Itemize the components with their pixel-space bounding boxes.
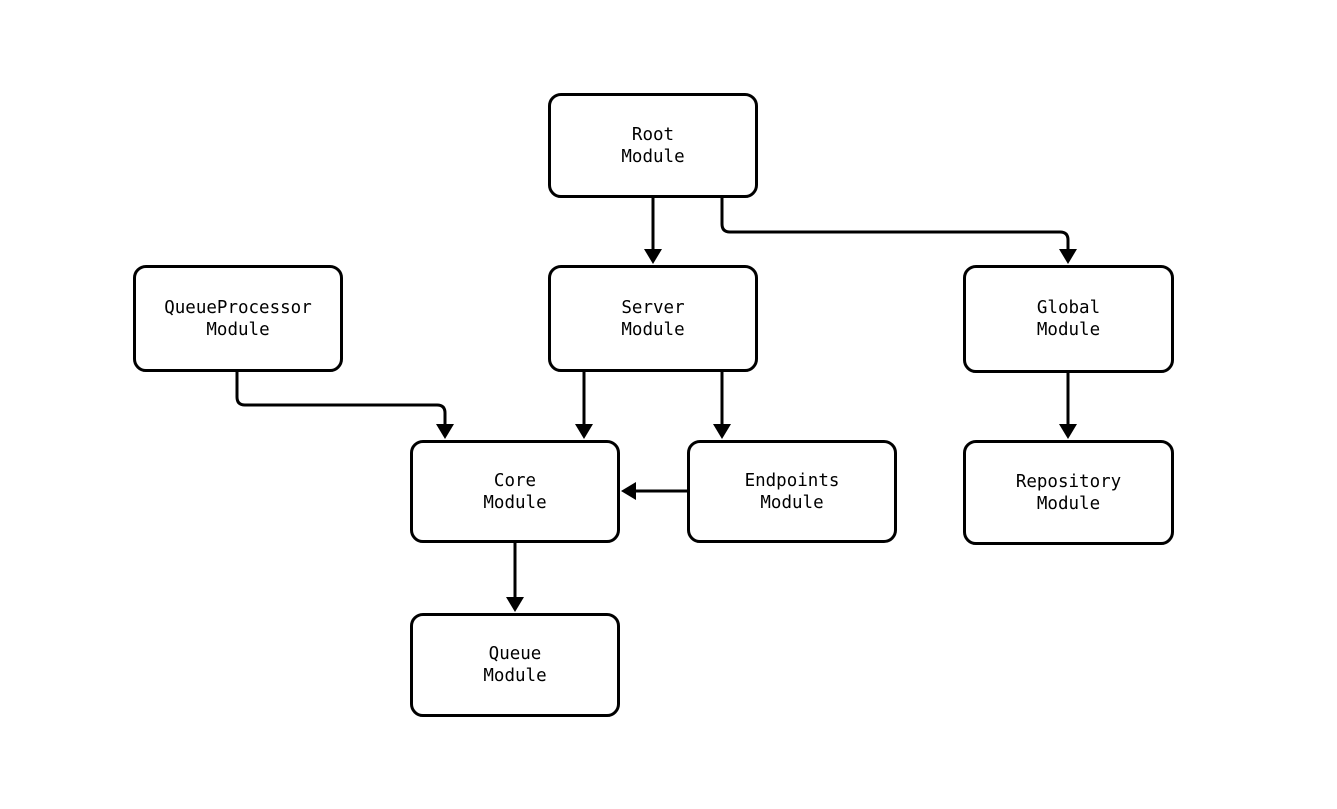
node-endpoints-label-line2: Module bbox=[760, 492, 824, 513]
edge-queueprocessor-to-core bbox=[235, 372, 447, 432]
node-core-label-line2: Module bbox=[483, 492, 547, 513]
node-repository[interactable]: Repository Module bbox=[963, 440, 1174, 545]
edge-root-to-global bbox=[720, 198, 1070, 258]
node-root-label-line1: Root bbox=[631, 124, 675, 145]
arrowhead-global-to-repository bbox=[1059, 424, 1077, 439]
node-server-label-line2: Module bbox=[621, 319, 685, 340]
node-root[interactable]: Root Module bbox=[548, 93, 758, 198]
node-queue-label-line1: Queue bbox=[488, 644, 542, 664]
node-repository-label-line2: Module bbox=[1036, 493, 1101, 514]
arrowhead-root-to-server bbox=[644, 249, 662, 264]
node-endpoints[interactable]: Endpoints Module bbox=[687, 440, 897, 543]
node-queue[interactable]: Queue Module bbox=[410, 613, 620, 717]
arrowhead-core-to-queue bbox=[506, 597, 524, 612]
node-queueprocessor[interactable]: QueueProcessor Module bbox=[133, 265, 343, 372]
node-root-label-line2: Module bbox=[621, 146, 685, 167]
node-repository-label-line1: Repository bbox=[1015, 471, 1122, 492]
arrowhead-root-to-global bbox=[1059, 249, 1077, 264]
node-global-label-line1: Global bbox=[1036, 298, 1101, 318]
node-global-label-line2: Module bbox=[1036, 320, 1101, 340]
node-core[interactable]: Core Module bbox=[410, 440, 620, 543]
node-queueprocessor-label-line2: Module bbox=[206, 319, 270, 340]
arrowhead-server-to-core bbox=[575, 424, 593, 439]
arrowhead-queueprocessor-to-core bbox=[436, 424, 454, 439]
node-endpoints-label-line1: Endpoints bbox=[744, 470, 840, 491]
node-global[interactable]: Global Module bbox=[963, 265, 1174, 373]
arrowhead-endpoints-to-core bbox=[621, 482, 636, 500]
node-queue-label-line2: Module bbox=[483, 666, 547, 686]
node-server[interactable]: Server Module bbox=[548, 265, 758, 372]
node-core-label-line1: Core bbox=[493, 470, 537, 491]
arrowhead-server-to-endpoints bbox=[713, 424, 731, 439]
node-queueprocessor-label-line1: QueueProcessor bbox=[164, 297, 312, 318]
node-server-label-line1: Server bbox=[621, 297, 685, 318]
